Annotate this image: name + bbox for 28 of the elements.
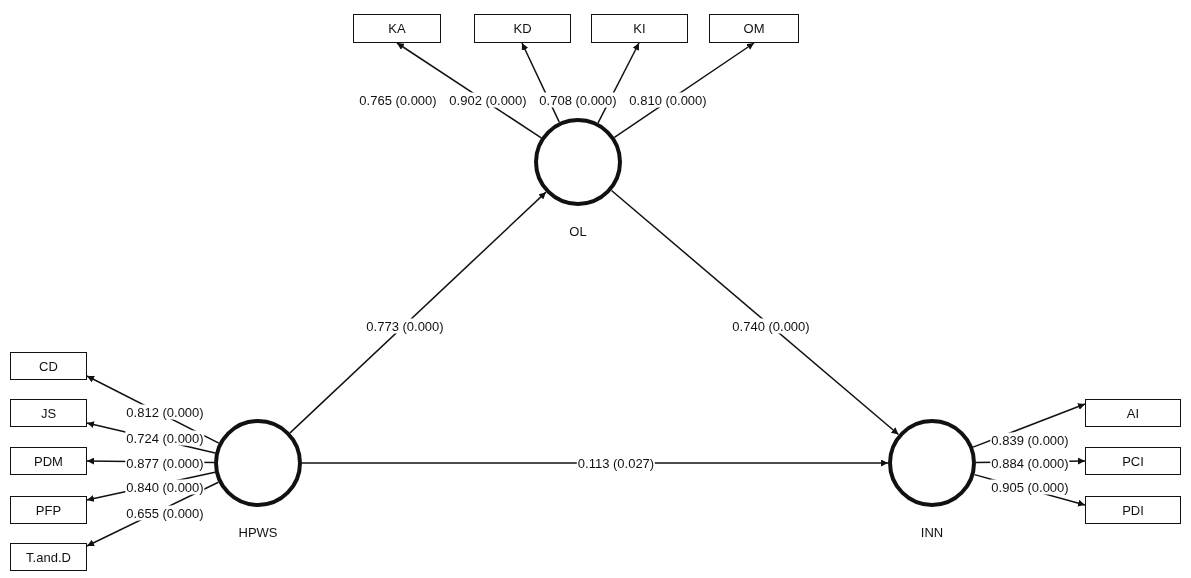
edge-label: 0.812 (0.000)	[125, 404, 205, 420]
indicator-box: PFP	[10, 496, 87, 524]
indicator-box: T.and.D	[10, 543, 87, 571]
indicator-box: PDM	[10, 447, 87, 475]
edge-label: 0.840 (0.000)	[125, 479, 205, 495]
indicator-box: KA	[353, 14, 441, 43]
edge-label: 0.902 (0.000)	[448, 92, 528, 108]
construct-label: HPWS	[238, 525, 278, 540]
indicator-box: PCI	[1085, 447, 1181, 475]
indicator-box: PDI	[1085, 496, 1181, 524]
arrow	[610, 189, 900, 436]
edge-label: 0.724 (0.000)	[125, 430, 205, 446]
construct-label: INN	[920, 525, 944, 540]
indicator-box: JS	[10, 399, 87, 427]
arrow	[289, 191, 547, 434]
edge-label: 0.810 (0.000)	[628, 92, 708, 108]
edge-label: 0.740 (0.000)	[731, 318, 811, 334]
edge-label: 0.708 (0.000)	[538, 92, 618, 108]
edge-label: 0.655 (0.000)	[125, 505, 205, 521]
indicator-box: AI	[1085, 399, 1181, 427]
edge-label: 0.839 (0.000)	[990, 432, 1070, 448]
construct-label: OL	[569, 224, 587, 239]
edge-label: 0.905 (0.000)	[990, 479, 1070, 495]
indicator-box: CD	[10, 352, 87, 380]
edge-label: 0.773 (0.000)	[365, 318, 445, 334]
indicator-box: OM	[709, 14, 799, 43]
indicator-box: KD	[474, 14, 571, 43]
indicator-box: KI	[591, 14, 688, 43]
